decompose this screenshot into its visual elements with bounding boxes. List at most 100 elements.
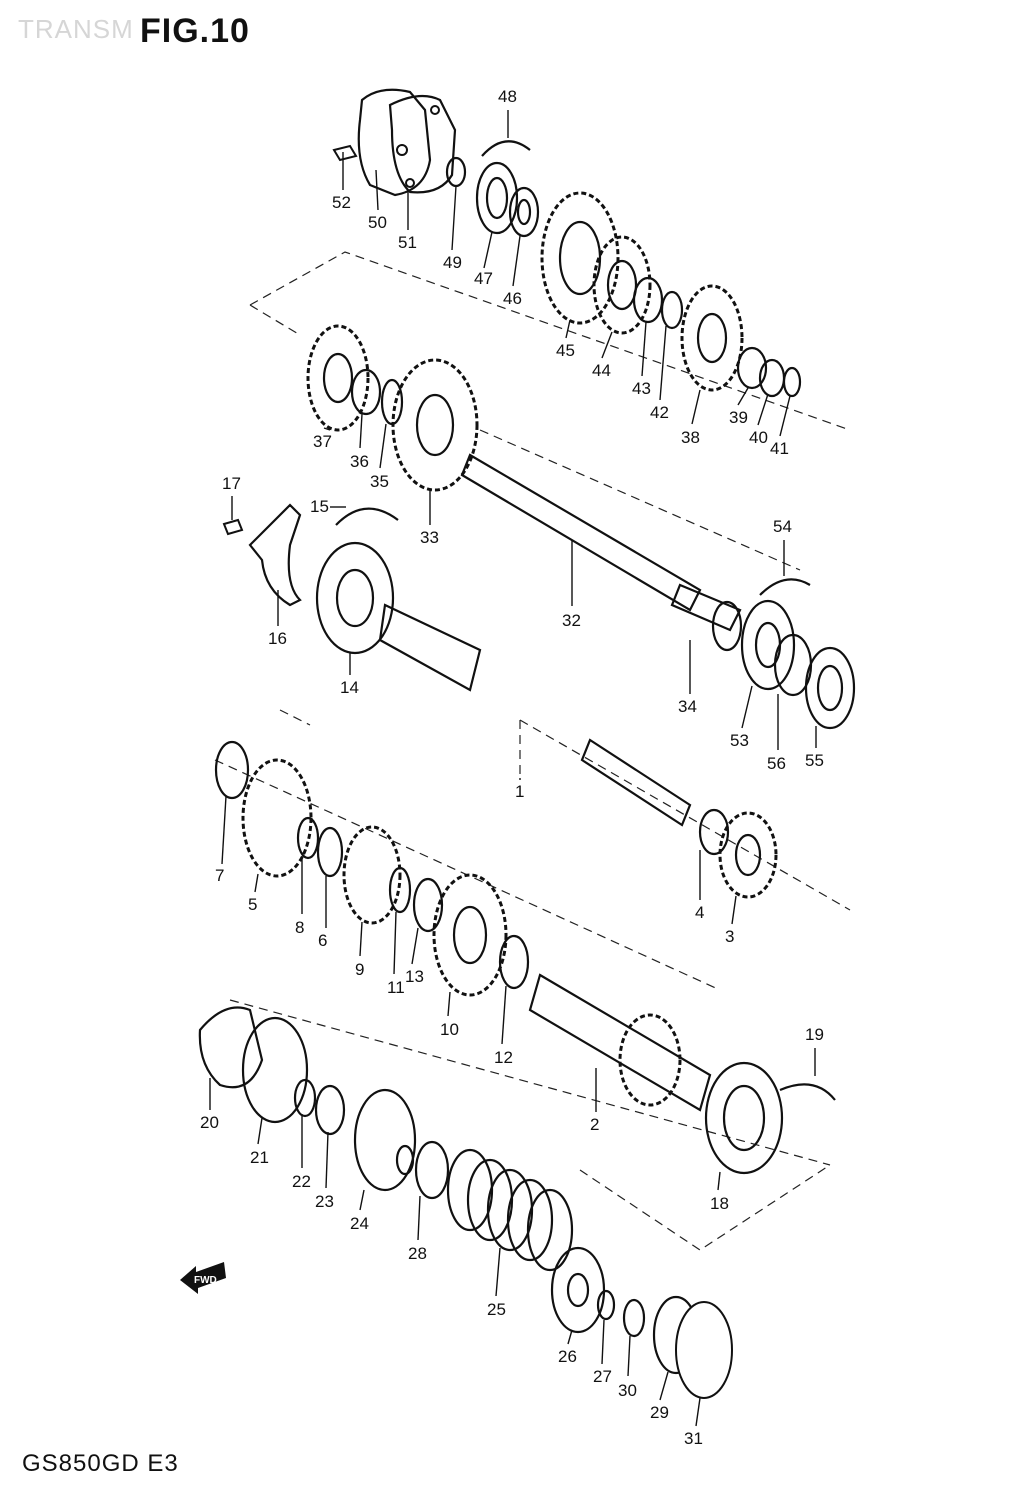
leader-line-p49 bbox=[451, 185, 457, 251]
leader-line-p53a bbox=[741, 685, 753, 729]
leader-line-p43 bbox=[641, 321, 647, 377]
leader-line-p25 bbox=[495, 1247, 501, 1297]
part-number-p24: 24 bbox=[350, 1214, 369, 1233]
leader-line-p29 bbox=[659, 1371, 669, 1401]
part-number-p17: 17 bbox=[222, 474, 241, 493]
leader-line-p12 bbox=[501, 985, 507, 1045]
leader-line-p35 bbox=[379, 423, 387, 469]
drive-shaft-assembly bbox=[528, 973, 836, 1175]
leader-line-p21 bbox=[257, 1117, 263, 1145]
leader-line-p26 bbox=[567, 1329, 573, 1345]
part-number-p52: 52 bbox=[332, 193, 351, 212]
part-number-p23: 23 bbox=[315, 1192, 334, 1211]
part-number-p8: 8 bbox=[295, 918, 304, 937]
ghost-title-text: TRANSM bbox=[18, 14, 134, 44]
part-number-p15: 15 bbox=[310, 497, 329, 516]
leader-line-p31 bbox=[695, 1397, 701, 1427]
cover-assembly bbox=[332, 88, 540, 238]
part-number-p29: 29 bbox=[650, 1403, 669, 1422]
leader-line-p13 bbox=[411, 927, 419, 965]
part-number-p50: 50 bbox=[368, 213, 387, 232]
fwd-arrow-icon: FWD bbox=[180, 1262, 226, 1294]
part-number-p26: 26 bbox=[558, 1347, 577, 1366]
part-number-p31: 31 bbox=[684, 1429, 703, 1448]
leader-line-p38 bbox=[691, 389, 701, 425]
part-number-p37: 37 bbox=[313, 432, 332, 451]
leader-line-p41 bbox=[779, 395, 791, 437]
part-number-p39: 39 bbox=[729, 408, 748, 427]
right-end-parts bbox=[711, 578, 856, 730]
part-number-p32: 32 bbox=[562, 611, 581, 630]
part-number-p30: 30 bbox=[618, 1381, 637, 1400]
part-number-p48: 48 bbox=[498, 87, 517, 106]
part-number-p13: 13 bbox=[405, 967, 424, 986]
part-number-p9: 9 bbox=[355, 960, 364, 979]
figure-label: FIG.10 bbox=[140, 12, 250, 50]
leader-line-p27 bbox=[601, 1319, 605, 1365]
part-number-p1: 1 bbox=[515, 782, 524, 801]
part-number-p53a: 53 bbox=[730, 731, 749, 750]
leader-line-p50 bbox=[375, 169, 379, 211]
leader-line-p18 bbox=[717, 1171, 721, 1191]
fwd-arrow-text: FWD bbox=[194, 1275, 217, 1286]
countershaft-assembly bbox=[306, 324, 742, 632]
part-number-p6: 6 bbox=[318, 931, 327, 950]
leader-line-p46 bbox=[512, 235, 521, 287]
part-number-p20: 20 bbox=[200, 1113, 219, 1132]
part-number-p35: 35 bbox=[370, 472, 389, 491]
part-number-p40: 40 bbox=[749, 428, 768, 447]
part-number-p25: 25 bbox=[487, 1300, 506, 1319]
part-number-p34: 34 bbox=[678, 697, 697, 716]
part-number-p27: 27 bbox=[593, 1367, 612, 1386]
leader-line-p39 bbox=[737, 387, 749, 406]
leader-line-p5 bbox=[254, 873, 259, 893]
leader-line-p40 bbox=[757, 393, 769, 426]
model-code: GS850GD E3 bbox=[22, 1450, 179, 1477]
part-number-p28: 28 bbox=[408, 1244, 427, 1263]
part-number-p21: 21 bbox=[250, 1148, 269, 1167]
part-number-p2: 2 bbox=[590, 1115, 599, 1134]
part-number-p36: 36 bbox=[350, 452, 369, 471]
leader-line-p3 bbox=[731, 895, 737, 925]
clutch-assembly bbox=[198, 1006, 733, 1399]
part-number-p14: 14 bbox=[340, 678, 359, 697]
leader-line-p30 bbox=[627, 1335, 631, 1377]
part-number-p18: 18 bbox=[710, 1194, 729, 1213]
holder-bearing-assembly bbox=[222, 503, 482, 692]
part-number-p4: 4 bbox=[695, 903, 704, 922]
part-number-p7: 7 bbox=[215, 866, 224, 885]
part-number-p41: 41 bbox=[770, 439, 789, 458]
part-number-p49: 49 bbox=[443, 253, 462, 272]
part-number-p45: 45 bbox=[556, 341, 575, 360]
part-number-p46: 46 bbox=[503, 289, 522, 308]
leader-line-p9 bbox=[359, 921, 363, 957]
leader-line-p42 bbox=[659, 325, 667, 401]
part-number-p44: 44 bbox=[592, 361, 611, 380]
part-labels: 5250514948474645444342383940413736353317… bbox=[200, 87, 824, 1448]
leader-line-p44 bbox=[601, 331, 613, 359]
part-number-p22: 22 bbox=[292, 1172, 311, 1191]
part-number-p43: 43 bbox=[632, 379, 651, 398]
leader-line-p11 bbox=[393, 911, 397, 975]
part-number-p19: 19 bbox=[805, 1025, 824, 1044]
part-number-p10: 10 bbox=[440, 1020, 459, 1039]
leader-line-p47 bbox=[483, 231, 493, 269]
part-number-p5: 5 bbox=[248, 895, 257, 914]
leader-line-p7 bbox=[221, 795, 227, 865]
upper-gear-train bbox=[540, 191, 802, 398]
part-number-p54: 54 bbox=[773, 517, 792, 536]
part-number-p51: 51 bbox=[398, 233, 417, 252]
part-number-p3: 3 bbox=[725, 927, 734, 946]
part-number-p42: 42 bbox=[650, 403, 669, 422]
part-number-p38: 38 bbox=[681, 428, 700, 447]
leader-line-p37 bbox=[323, 427, 331, 431]
part-number-p33: 33 bbox=[420, 528, 439, 547]
leader-line-p36 bbox=[359, 413, 363, 449]
middle-gear-stack bbox=[214, 740, 530, 997]
leader-line-p10 bbox=[447, 991, 451, 1017]
part-number-p16: 16 bbox=[268, 629, 287, 648]
part-number-p47: 47 bbox=[474, 269, 493, 288]
leader-line-p24 bbox=[359, 1189, 365, 1211]
leader-line-p23 bbox=[325, 1131, 329, 1189]
